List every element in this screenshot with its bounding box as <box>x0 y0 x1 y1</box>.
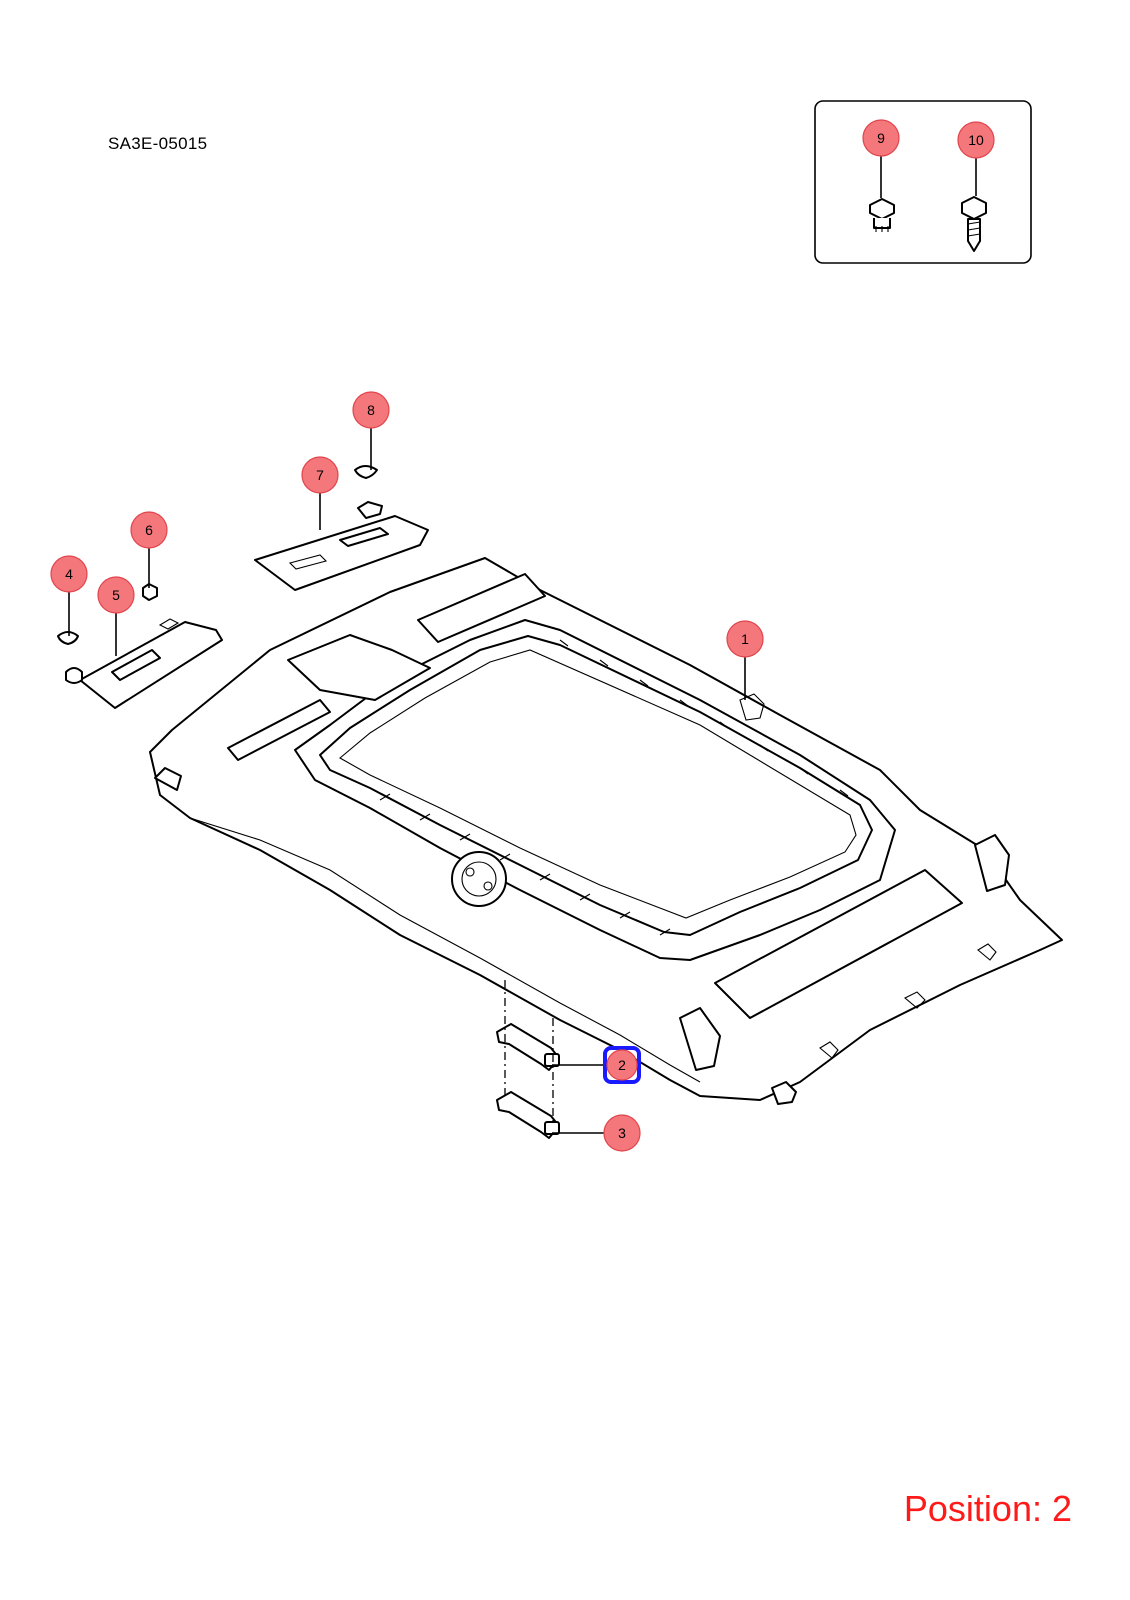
headliner-panel-drawing <box>149 557 1063 1105</box>
fastener-inset-box <box>814 100 1032 264</box>
sun-visor-left-drawing <box>79 618 223 709</box>
callout-7[interactable]: 7 <box>301 456 339 494</box>
callout-10[interactable]: 10 <box>957 121 995 159</box>
callout-3[interactable]: 3 <box>603 1114 641 1152</box>
visor-bracket-6-drawing <box>142 583 158 601</box>
callout-1[interactable]: 1 <box>726 620 764 658</box>
svg-text:4: 4 <box>65 566 73 582</box>
sun-visor-right-drawing <box>254 515 429 591</box>
svg-text:5: 5 <box>112 587 120 603</box>
svg-text:1: 1 <box>741 631 749 647</box>
grab-handle-3-drawing <box>496 1091 560 1139</box>
svg-text:10: 10 <box>968 132 984 148</box>
svg-text:6: 6 <box>145 522 153 538</box>
callout-6[interactable]: 6 <box>130 511 168 549</box>
visor-clip-4-drawing <box>57 631 83 684</box>
svg-text:8: 8 <box>367 402 375 418</box>
callout-4[interactable]: 4 <box>50 555 88 593</box>
callout-8[interactable]: 8 <box>352 391 390 429</box>
diagram-code: SA3E-05015 <box>108 134 208 153</box>
position-label: Position: 2 <box>903 1488 1072 1529</box>
callout-9[interactable]: 9 <box>862 119 900 157</box>
grab-handle-2-drawing <box>496 1023 560 1071</box>
svg-text:3: 3 <box>618 1125 626 1141</box>
leader-lines <box>68 152 977 1134</box>
clip-fastener-9-drawing <box>869 198 895 232</box>
callout-5[interactable]: 5 <box>97 576 135 614</box>
visor-clip-8-drawing <box>354 465 383 519</box>
svg-text:9: 9 <box>877 130 885 146</box>
callout-2[interactable]: 2 <box>603 1046 641 1084</box>
svg-text:7: 7 <box>316 467 324 483</box>
svg-text:2: 2 <box>618 1057 626 1073</box>
screw-fastener-10-drawing <box>961 196 987 252</box>
